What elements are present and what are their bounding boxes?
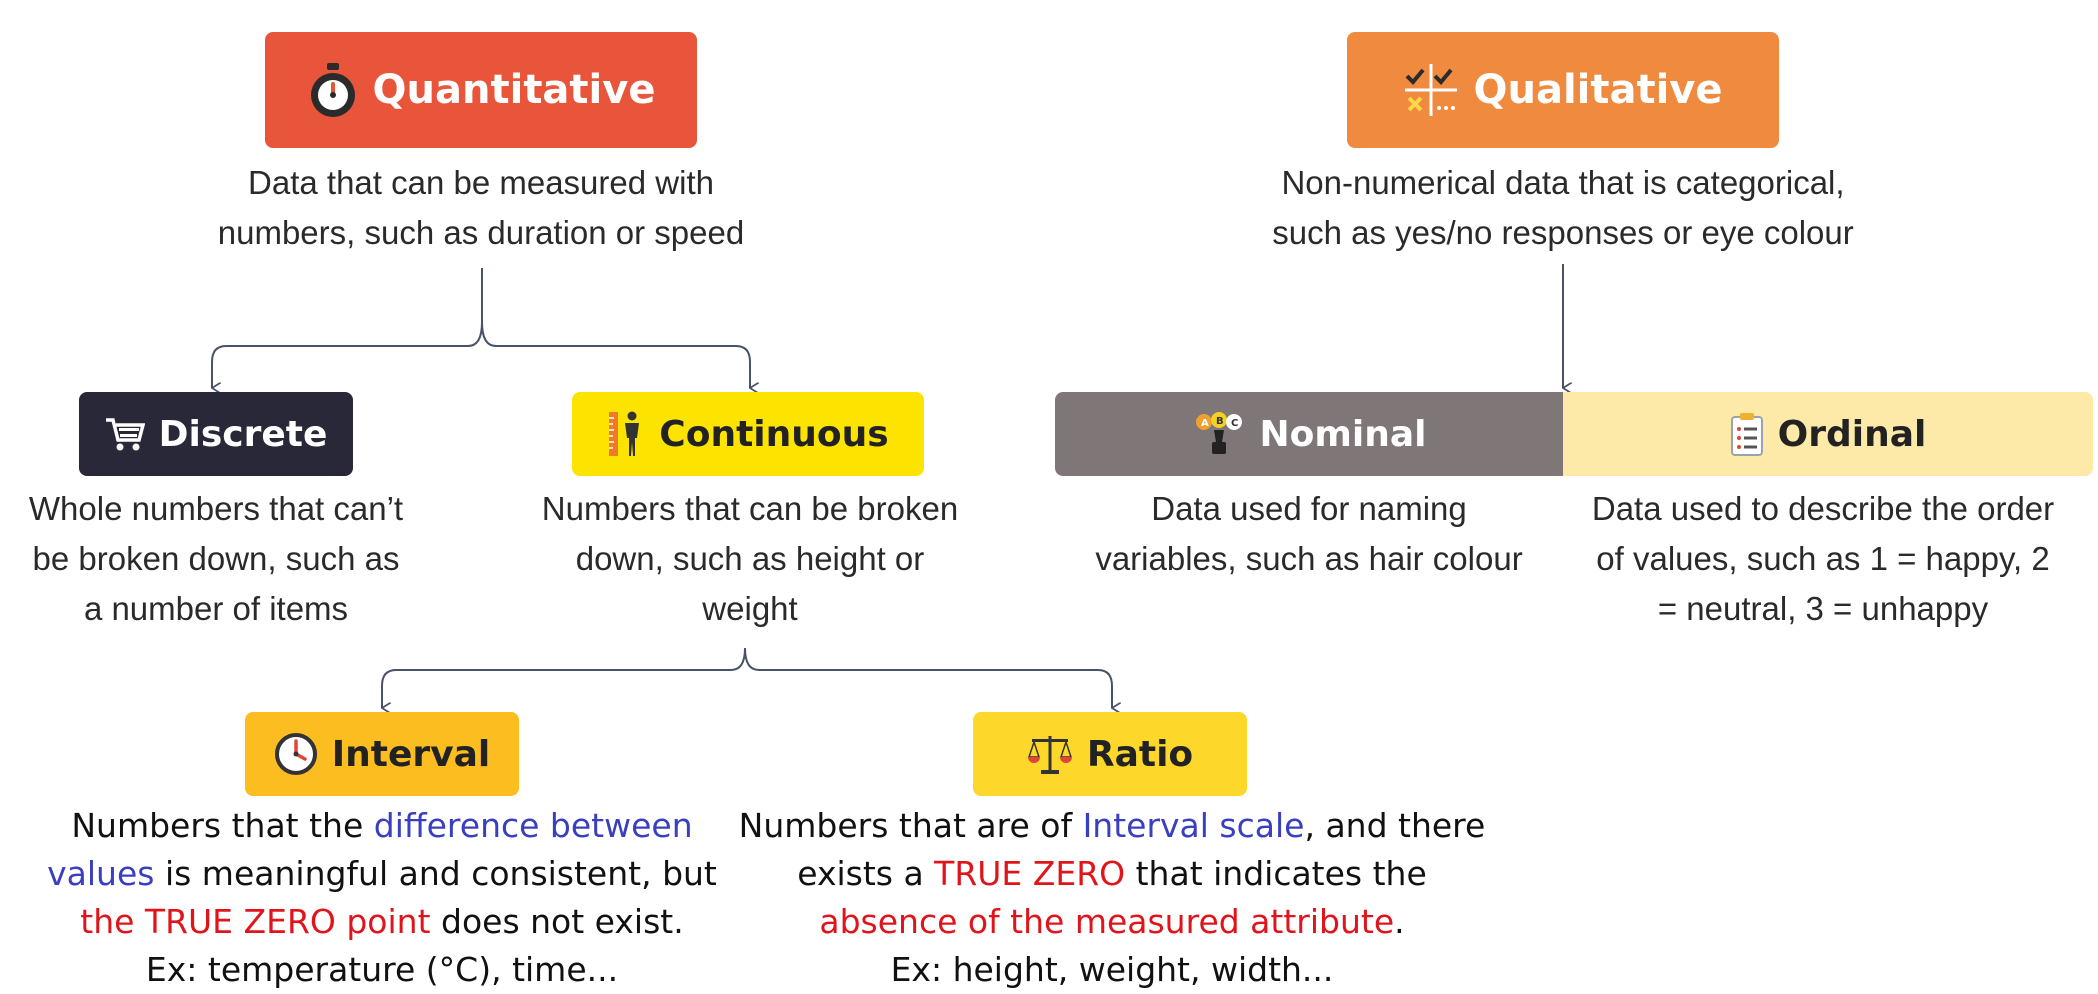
quantitative-title: Quantitative [372, 67, 656, 113]
ordinal-title: Ordinal [1777, 413, 1927, 455]
connector-continuous [382, 647, 746, 708]
discrete-title: Discrete [158, 413, 328, 455]
nominal-title: Nominal [1259, 413, 1427, 455]
checklist-icon [1405, 64, 1458, 116]
clock-icon [274, 733, 317, 775]
ordinal-description: Data used to describe the order of value… [1591, 490, 2055, 627]
qualitative-header: Qualitative [1347, 32, 1779, 148]
abc-blocks-icon: A B C [1195, 412, 1242, 454]
interval-description: Numbers that the difference between valu… [47, 806, 717, 989]
quantitative-header: Quantitative [265, 32, 697, 148]
ratio-title: Ratio [1086, 733, 1194, 775]
ordinal-header: Ordinal [1563, 392, 2093, 476]
cart-icon [105, 418, 145, 451]
discrete-description: Whole numbers that can’t be broken down,… [28, 490, 404, 627]
ratio-header: Ratio [973, 712, 1247, 796]
qualitative-title: Qualitative [1473, 67, 1723, 113]
connector-quantitative [212, 268, 483, 388]
ratio-description: Numbers that are of Interval scale, and … [738, 806, 1486, 989]
balance-scale-icon [1027, 736, 1072, 774]
discrete-header: Discrete [79, 392, 353, 476]
interval-title: Interval [331, 733, 491, 775]
stopwatch-icon [310, 63, 355, 117]
svg-text:B: B [1216, 416, 1224, 427]
continuous-header: Continuous [572, 392, 924, 476]
qualitative-description: Non-numerical data that is categorical, … [1272, 164, 1854, 251]
continuous-description: Numbers that can be broken down, such as… [541, 490, 959, 627]
interval-header: Interval [245, 712, 519, 796]
quantitative-description: Data that can be measured with numbers, … [217, 164, 745, 251]
person-ruler-icon [609, 411, 640, 456]
svg-text:C: C [1231, 418, 1238, 429]
nominal-header: A B C Nominal [1055, 392, 1563, 476]
nominal-description: Data used for naming variables, such as … [1095, 490, 1523, 577]
continuous-title: Continuous [659, 413, 889, 455]
clipboard-list-icon [1730, 413, 1763, 456]
svg-text:A: A [1201, 418, 1209, 429]
